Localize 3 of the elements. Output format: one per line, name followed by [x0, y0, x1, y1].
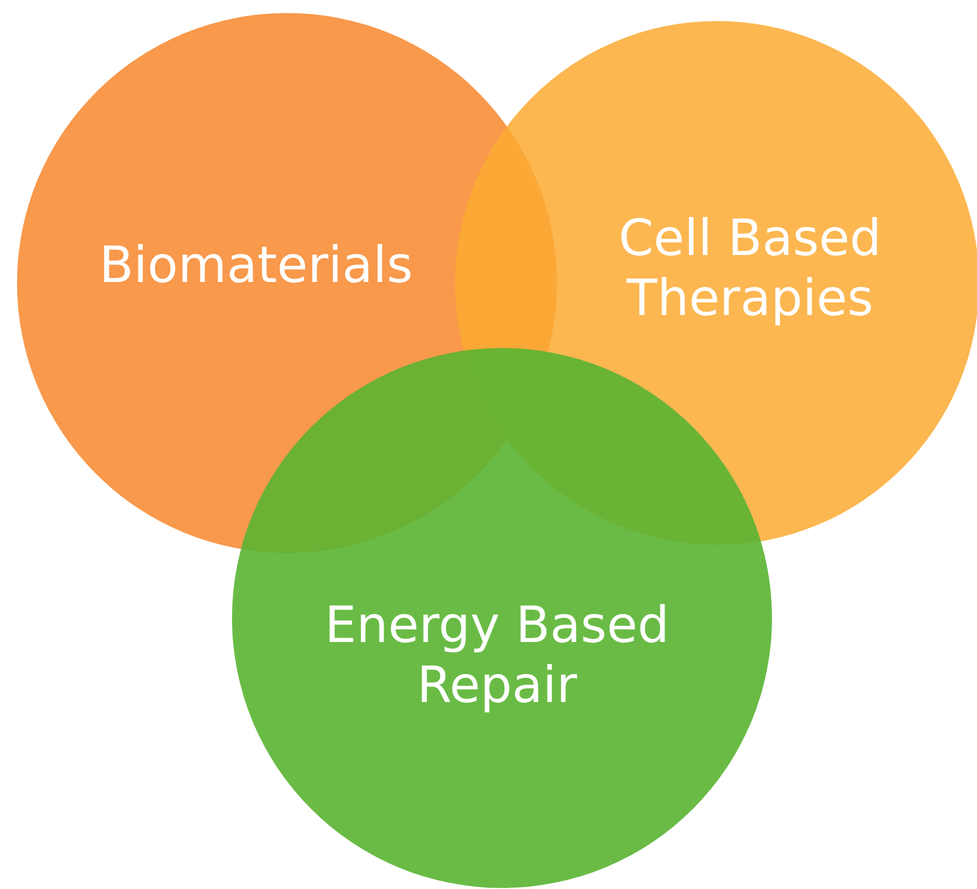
circle-label: Biomaterials — [98, 235, 414, 295]
circle-label: Energy Based Repair — [324, 595, 670, 715]
circle-label: Cell Based Therapies — [618, 208, 882, 328]
